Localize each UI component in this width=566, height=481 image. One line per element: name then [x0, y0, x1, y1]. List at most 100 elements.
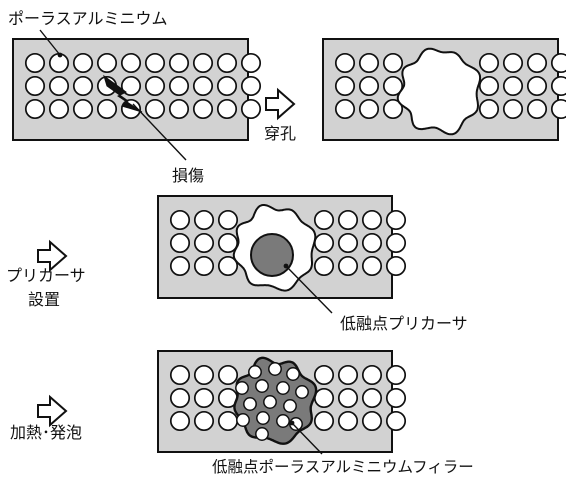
pore — [337, 410, 359, 432]
pore — [192, 52, 214, 74]
pore — [72, 52, 94, 74]
pore — [169, 364, 191, 386]
pore — [72, 75, 94, 97]
filler-pore — [268, 362, 282, 376]
panel-foamed — [157, 350, 407, 453]
pore — [168, 52, 190, 74]
leader-damage — [132, 103, 187, 161]
panels-layer — [12, 38, 566, 453]
label-low-melting-porous-filler: 低融点ポーラスアルミニウムフィラー — [212, 458, 474, 476]
pore — [385, 255, 407, 277]
pore — [382, 75, 404, 97]
pore — [502, 98, 524, 120]
pore — [217, 364, 239, 386]
pore — [361, 232, 383, 254]
low-melting-precursor — [250, 233, 294, 277]
pore — [217, 410, 239, 432]
pore — [385, 209, 407, 231]
label-precursor-placement-line2: 設置 — [28, 290, 60, 309]
panel-damaged — [12, 38, 262, 141]
pore — [96, 52, 118, 74]
pore — [120, 52, 142, 74]
pore — [313, 410, 335, 432]
pore — [313, 209, 335, 231]
pore — [313, 387, 335, 409]
pore — [385, 364, 407, 386]
pore — [169, 209, 191, 231]
outlined-right-arrow-icon — [37, 239, 68, 273]
filler-pore — [295, 385, 309, 399]
pore — [72, 98, 94, 120]
pore — [550, 52, 566, 74]
pore — [385, 232, 407, 254]
pore — [478, 52, 500, 74]
crack-icon — [103, 74, 143, 113]
pore — [358, 52, 380, 74]
filler-pore — [286, 367, 300, 381]
label-low-melting-precursor: 低融点プリカーサ — [340, 314, 468, 333]
filler-pore — [255, 427, 269, 441]
pore — [240, 52, 262, 74]
drilled-cavity — [396, 47, 482, 136]
pore — [144, 75, 166, 97]
process-arrows — [37, 87, 296, 428]
pore — [334, 52, 356, 74]
filler-pore — [276, 381, 290, 395]
pore — [96, 98, 118, 120]
pore — [526, 75, 548, 97]
pore — [526, 52, 548, 74]
filler-pore — [276, 414, 290, 428]
pore — [24, 75, 46, 97]
pore — [120, 75, 142, 97]
pore — [169, 255, 191, 277]
pore — [144, 52, 166, 74]
pore — [313, 364, 335, 386]
pore — [192, 75, 214, 97]
pore — [24, 52, 46, 74]
filler-pore — [236, 413, 250, 427]
pore — [169, 387, 191, 409]
pore — [144, 98, 166, 120]
pore — [358, 75, 380, 97]
panel-drilled — [322, 38, 566, 141]
pore — [550, 98, 566, 120]
pore — [169, 232, 191, 254]
pore — [217, 232, 239, 254]
label-damage: 損傷 — [172, 166, 204, 185]
pore — [478, 98, 500, 120]
filler-pore — [235, 381, 249, 395]
leader-lines — [39, 29, 333, 455]
filler-pore — [248, 365, 262, 379]
pore — [361, 410, 383, 432]
pore — [334, 75, 356, 97]
label-precursor-placement-line1: プリカーサ — [6, 266, 86, 285]
filler-pore — [255, 379, 269, 393]
pore — [168, 75, 190, 97]
pore — [313, 232, 335, 254]
pore — [313, 255, 335, 277]
pore — [334, 98, 356, 120]
pore — [361, 364, 383, 386]
pore — [192, 98, 214, 120]
pore — [382, 98, 404, 120]
pore — [240, 98, 262, 120]
outlined-right-arrow-icon — [265, 87, 296, 121]
filler-pore — [263, 395, 277, 409]
pore — [24, 98, 46, 120]
pore — [361, 255, 383, 277]
pore — [48, 98, 70, 120]
label-drilling: 穿孔 — [264, 124, 296, 143]
label-heating-foaming: 加熱･発泡 — [10, 423, 82, 442]
pore — [217, 209, 239, 231]
pore — [502, 52, 524, 74]
pore — [385, 410, 407, 432]
pore — [337, 209, 359, 231]
pore — [193, 410, 215, 432]
pore — [240, 75, 262, 97]
pore — [337, 255, 359, 277]
pore — [337, 232, 359, 254]
pore — [193, 364, 215, 386]
pore — [168, 98, 190, 120]
pore — [193, 387, 215, 409]
